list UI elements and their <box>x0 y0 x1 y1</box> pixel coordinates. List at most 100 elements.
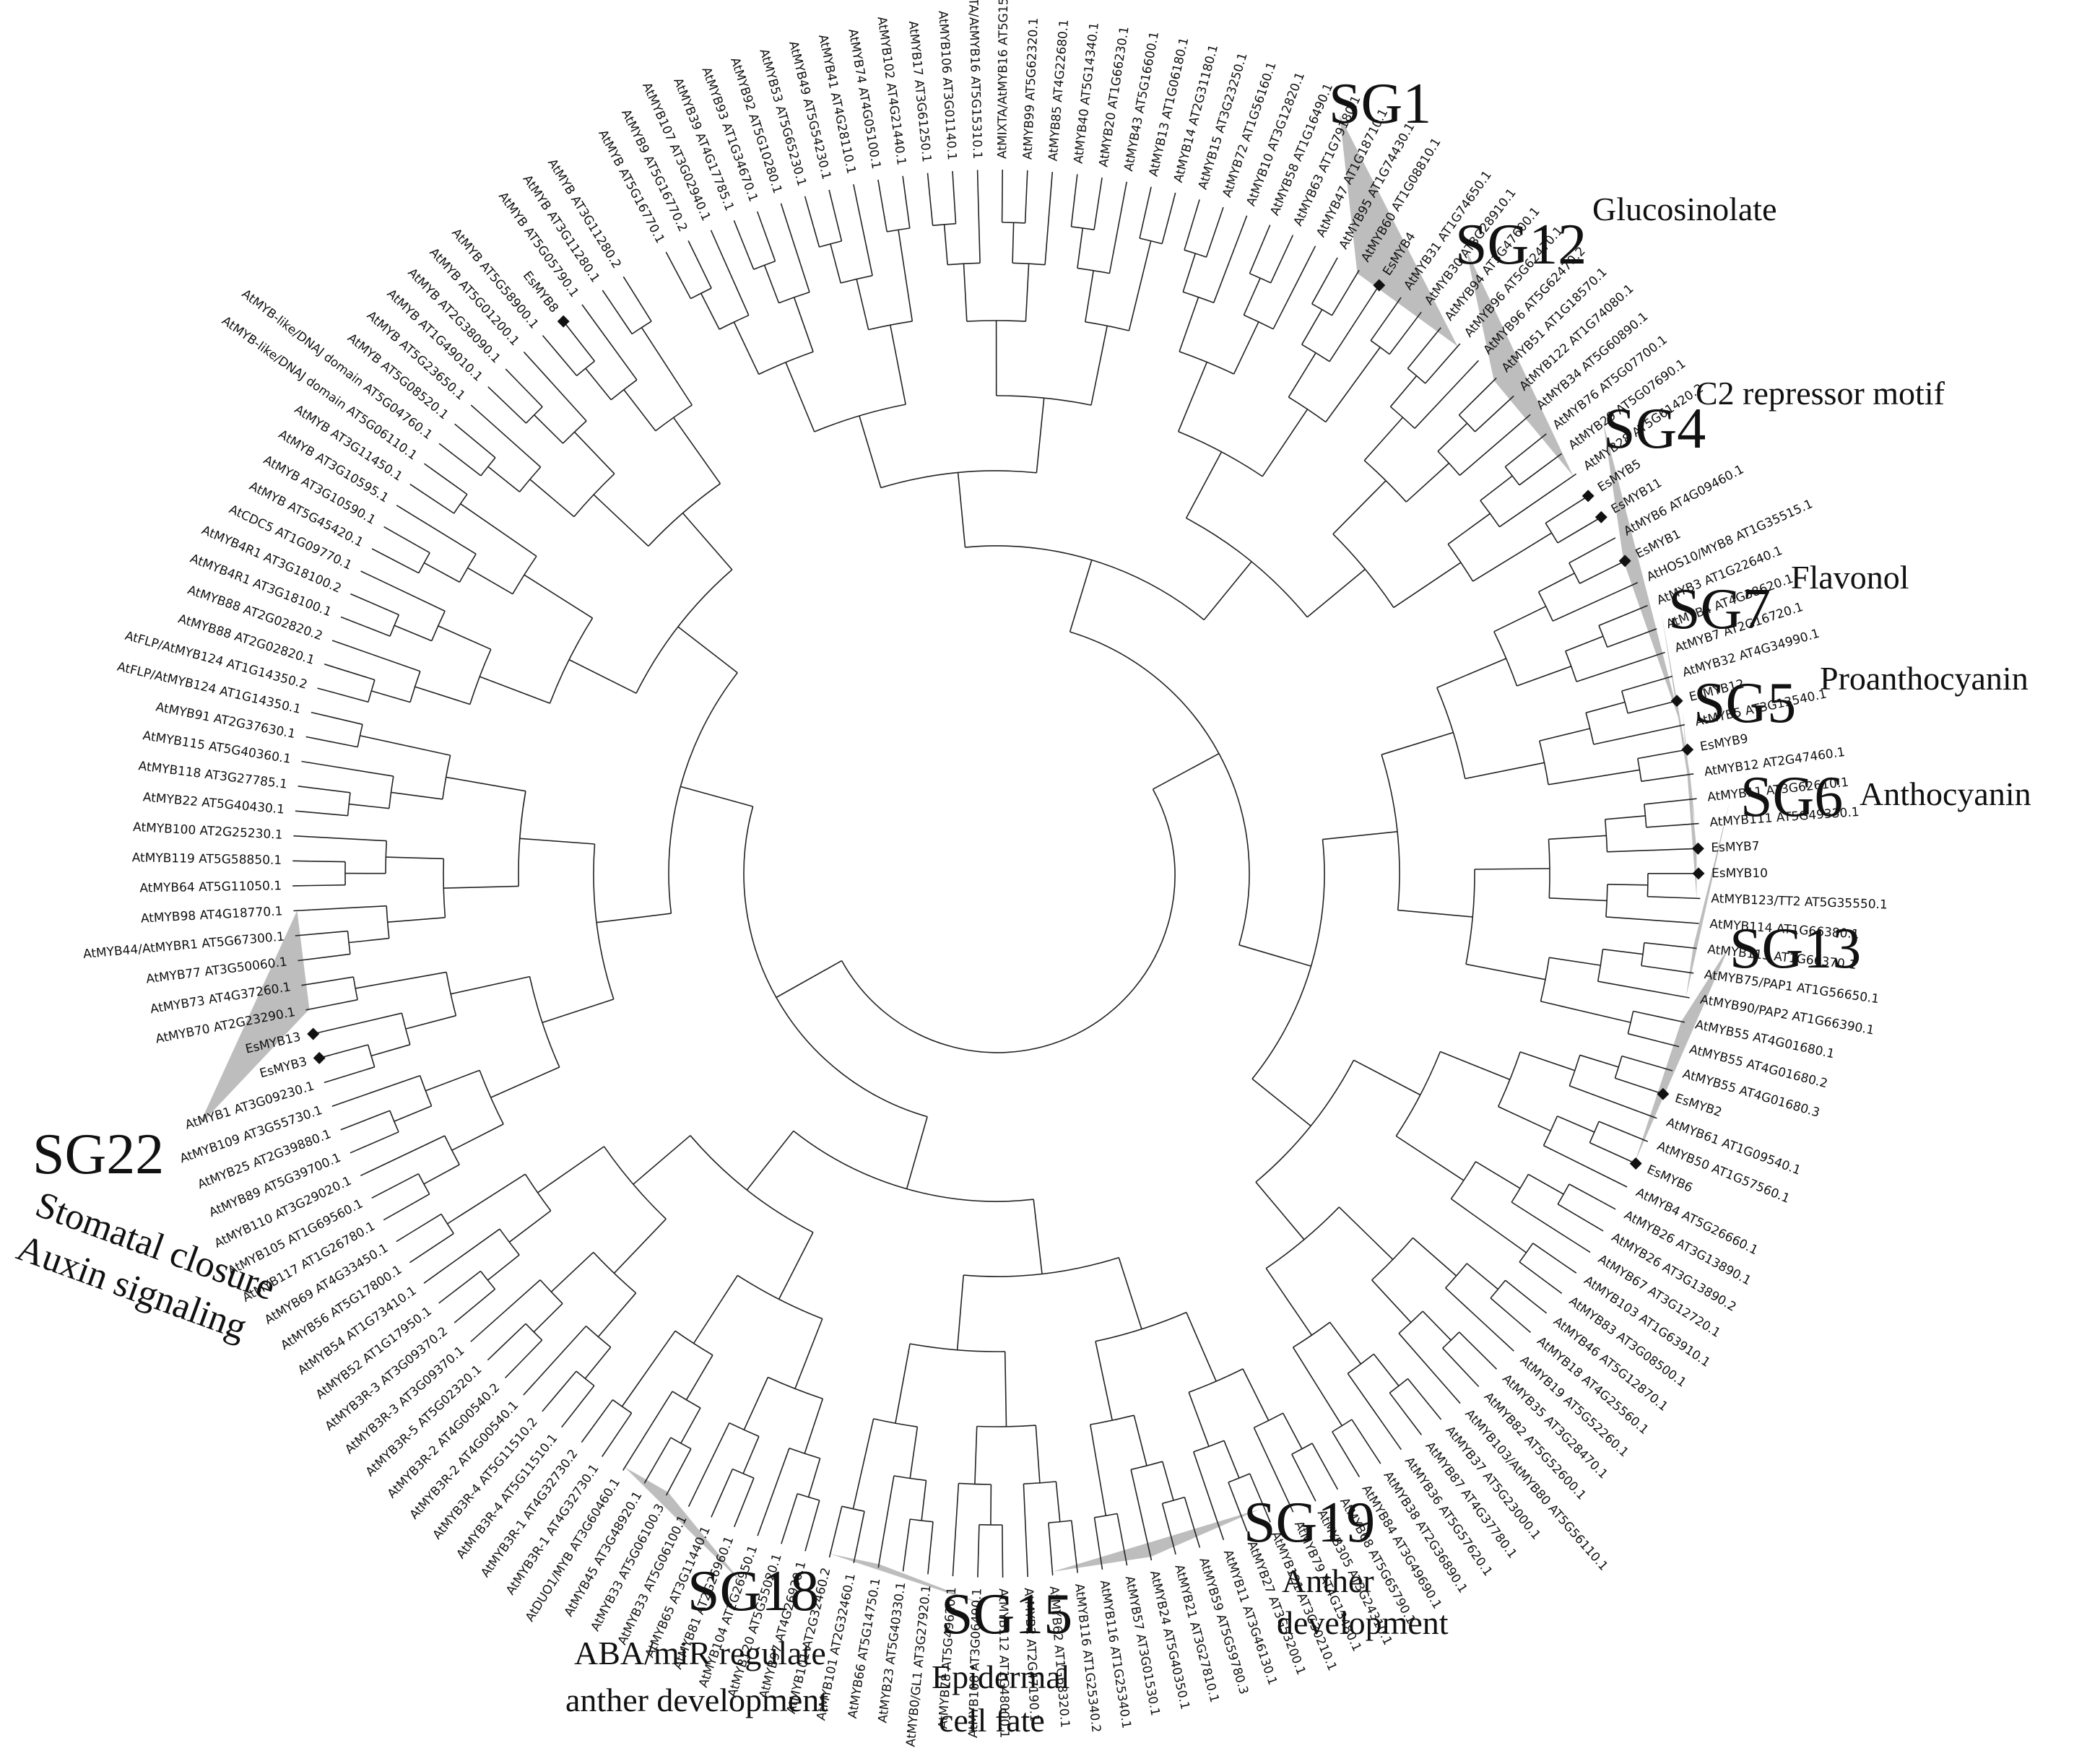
tree-branch <box>1133 1415 1147 1466</box>
tree-branch <box>1549 957 1601 966</box>
tree-branch <box>1557 524 1588 544</box>
tree-branch <box>833 207 843 242</box>
tree-branch <box>612 1412 633 1443</box>
tree-tip <box>1516 1320 1532 1334</box>
tree-tip <box>1620 582 1639 591</box>
tree-tip <box>1050 1557 1054 1575</box>
tree-branch <box>786 1493 798 1527</box>
tree-branch <box>674 1330 713 1356</box>
tree-branch <box>1504 444 1533 468</box>
tree-branch <box>1363 460 1407 503</box>
tree-branch <box>1458 414 1476 432</box>
tree-branch <box>525 1323 543 1341</box>
tree-branch <box>1490 1279 1506 1299</box>
tree-tip <box>1285 235 1294 252</box>
tree-branch <box>447 1173 526 1225</box>
tree-branch <box>460 503 537 557</box>
tree-branch <box>1569 1183 1600 1201</box>
tree-branch <box>525 406 543 424</box>
tree-branch <box>512 555 537 595</box>
tree-branch <box>529 479 575 518</box>
tree-tip <box>438 443 454 456</box>
tree-branch <box>1475 1161 1521 1189</box>
tree-branch <box>573 431 615 474</box>
tree-tip <box>1328 257 1338 274</box>
tree-branch <box>682 513 733 570</box>
tree-branch <box>1447 513 1491 545</box>
tree-branch <box>592 318 638 381</box>
tree-branch <box>542 999 615 1024</box>
tree-branch <box>695 256 712 289</box>
tree-branch <box>1093 195 1101 230</box>
tree-branch <box>535 365 587 422</box>
tree-branch <box>1347 1353 1374 1374</box>
tree-branch <box>906 1116 928 1189</box>
tree-branch <box>411 1213 442 1233</box>
leaf-label: EsMYB9 <box>1699 731 1750 755</box>
tree-branch <box>789 1448 820 1459</box>
tree-branch <box>1130 1469 1148 1543</box>
tree-branch <box>763 264 780 303</box>
tree-branch <box>500 399 527 424</box>
leaf-label: AtMYB0/GL1 AT3G27920.1 <box>903 1584 934 1747</box>
tree-branch <box>1242 1368 1270 1421</box>
tree-branch <box>1036 398 1045 473</box>
tree-branch <box>391 791 443 800</box>
esmyb-marker <box>1692 867 1705 880</box>
tree-branch <box>425 1069 480 1092</box>
tree-branch <box>1440 1051 1511 1080</box>
tree-branch <box>739 237 755 270</box>
tree-branch <box>1322 831 1398 840</box>
tree-tip <box>581 1427 593 1443</box>
tree-tip <box>733 220 742 238</box>
tree-branch <box>1538 573 1575 593</box>
tree-branch <box>859 415 882 488</box>
leaf-label: AtMYB118 AT3G27785.1 <box>138 759 288 792</box>
tree-tip <box>1349 269 1360 287</box>
tree-tip <box>396 1231 412 1243</box>
tree-branch <box>1085 270 1094 322</box>
tree-branch <box>633 1135 691 1185</box>
tree-tip <box>804 1533 811 1552</box>
tree-tip <box>409 1252 425 1264</box>
tree-branch <box>452 1270 481 1293</box>
tree-branch <box>718 1469 734 1501</box>
tree-branch <box>415 686 471 705</box>
tree-branch <box>1637 752 1672 760</box>
tree-branch <box>387 1173 419 1191</box>
leaf-label: AtMYB85 AT4G22680.1 <box>1046 19 1072 162</box>
tree-branch <box>1422 1310 1452 1341</box>
tree-tip <box>383 526 400 536</box>
tree-tip <box>804 196 811 214</box>
sg6-label: SG6 <box>1740 765 1843 829</box>
esmyb-marker <box>557 315 570 328</box>
tree-branch <box>593 494 649 547</box>
tree-tip <box>902 175 906 194</box>
tree-branch <box>386 856 444 860</box>
tree-tip <box>1532 1301 1548 1314</box>
tree-branch <box>399 1193 430 1212</box>
tree-branch <box>794 1318 823 1389</box>
tree-branch <box>1128 240 1152 331</box>
esmyb-marker <box>1594 510 1607 523</box>
tree-branch <box>655 404 693 432</box>
tree-branch <box>957 472 966 548</box>
tree-branch <box>499 1228 520 1256</box>
tree-branch <box>1251 1078 1311 1127</box>
tree-branch <box>810 1500 820 1534</box>
tree-branch <box>1397 909 1473 918</box>
tree-branch <box>1480 475 1513 501</box>
subgroup-wedge <box>199 910 310 1126</box>
tree-branch <box>1077 227 1084 269</box>
tree-branch <box>880 197 888 232</box>
tree-branch <box>963 264 968 322</box>
tree-branch <box>1498 1105 1551 1132</box>
tree-tip <box>423 1272 439 1284</box>
sg18-label: SG18 <box>687 1560 819 1623</box>
tree-branch <box>347 931 351 955</box>
tree-tip <box>1285 1495 1294 1513</box>
tree-branch <box>1405 462 1450 503</box>
tree-tip <box>1428 327 1441 342</box>
tree-branch <box>355 971 447 989</box>
